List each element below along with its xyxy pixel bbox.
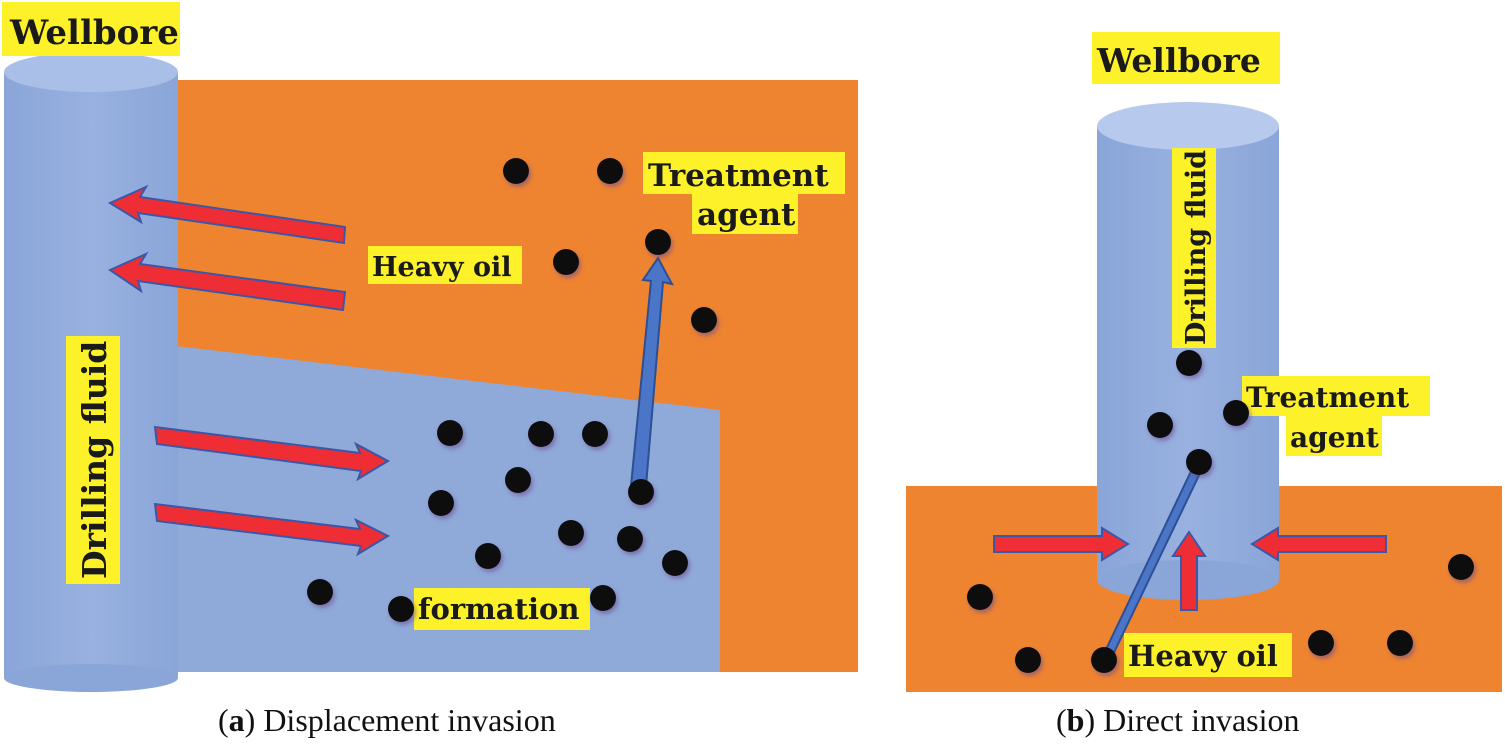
oil-particle	[590, 585, 616, 611]
blue-arrow-up-a	[628, 256, 674, 500]
oil-particle	[1186, 449, 1212, 475]
oil-particle	[553, 249, 579, 275]
treatment-agent-label-bg-b	[1242, 376, 1430, 416]
wellbore-label-bg-b	[1092, 32, 1280, 84]
oil-particle	[1308, 630, 1334, 656]
heavy-oil-label-bg-a	[368, 246, 522, 284]
oil-particle	[437, 420, 463, 446]
wellbore-label-b: Wellbore	[1096, 41, 1261, 80]
panel-b: Wellbore Drilling fluid Treatment agent …	[906, 32, 1502, 738]
oil-particle	[1223, 400, 1249, 426]
oil-particle	[597, 158, 623, 184]
treatment-agent-label-bg2-b	[1286, 416, 1382, 456]
oil-particle	[582, 421, 608, 447]
wellbore-label-a: Wellbore	[9, 13, 179, 53]
heavy-oil-label-b: Heavy oil	[1128, 639, 1278, 673]
oil-particle	[617, 526, 643, 552]
oil-particles-a	[307, 158, 717, 622]
oil-particle	[307, 579, 333, 605]
red-arrow-left-2	[107, 251, 347, 312]
caption-b-text: Direct invasion	[1095, 702, 1299, 738]
heavy-oil-label-bg-b	[1124, 633, 1292, 677]
wellbore-label-bg-a	[2, 2, 180, 56]
formation-label-bg-a	[414, 588, 590, 630]
oil-particle	[1387, 630, 1413, 656]
caption-b-letter: b	[1067, 702, 1085, 738]
caption-a-letter: a	[229, 702, 245, 738]
oil-particle	[645, 229, 671, 255]
treatment-agent-label-bg-a	[643, 152, 845, 194]
caption-a-text: Displacement invasion	[255, 702, 555, 738]
oil-particle	[528, 421, 554, 447]
red-arrow-right-b	[993, 526, 1130, 562]
oil-particle	[662, 550, 688, 576]
drilling-fluid-label-bg-a	[66, 336, 120, 584]
heavy-oil-label-a: Heavy oil	[372, 252, 511, 283]
oil-particle	[505, 467, 531, 493]
oil-particle	[388, 596, 414, 622]
oil-particle	[558, 520, 584, 546]
oil-particle	[1091, 647, 1117, 673]
oil-particle	[1448, 554, 1474, 580]
treatment-agent-label-line2-a: agent	[697, 197, 796, 233]
drilling-fluid-label-bg-b	[1172, 148, 1216, 348]
outflow-arrows-a	[107, 184, 347, 312]
panel-a: Wellbore Drilling fluid Treatment agent …	[2, 2, 858, 738]
oil-particle	[691, 307, 717, 333]
oil-particle	[428, 490, 454, 516]
red-arrow-right-1	[153, 425, 391, 482]
formation-label-a: formation	[418, 592, 579, 626]
red-arrow-left-1	[107, 184, 347, 245]
red-arrow-up-b	[1171, 530, 1207, 611]
oil-particles-b	[967, 350, 1474, 673]
oil-particle	[1176, 350, 1202, 376]
drilling-fluid-label-a: Drilling fluid	[75, 341, 114, 579]
treatment-agent-label-line1-b: Treatment	[1246, 381, 1409, 414]
treatment-agent-label-line2-b: agent	[1290, 421, 1379, 454]
oil-particle	[967, 584, 993, 610]
oil-particle	[628, 479, 654, 505]
red-arrow-right-2	[153, 502, 391, 557]
treatment-agent-label-bg2-a	[692, 192, 798, 234]
treatment-agent-label-line1-a: Treatment	[648, 158, 829, 194]
drilling-fluid-label-b: Drilling fluid	[1181, 150, 1212, 345]
oil-particle	[475, 543, 501, 569]
red-arrow-left-b	[1250, 526, 1387, 562]
oil-particle	[503, 158, 529, 184]
oil-particle	[1015, 647, 1041, 673]
oil-particle	[1147, 412, 1173, 438]
caption-a: (a) Displacement invasion	[218, 702, 556, 738]
inflow-arrows-a	[153, 425, 391, 557]
caption-b: (b) Direct invasion	[1056, 702, 1300, 738]
inflow-arrows-b	[993, 526, 1387, 611]
